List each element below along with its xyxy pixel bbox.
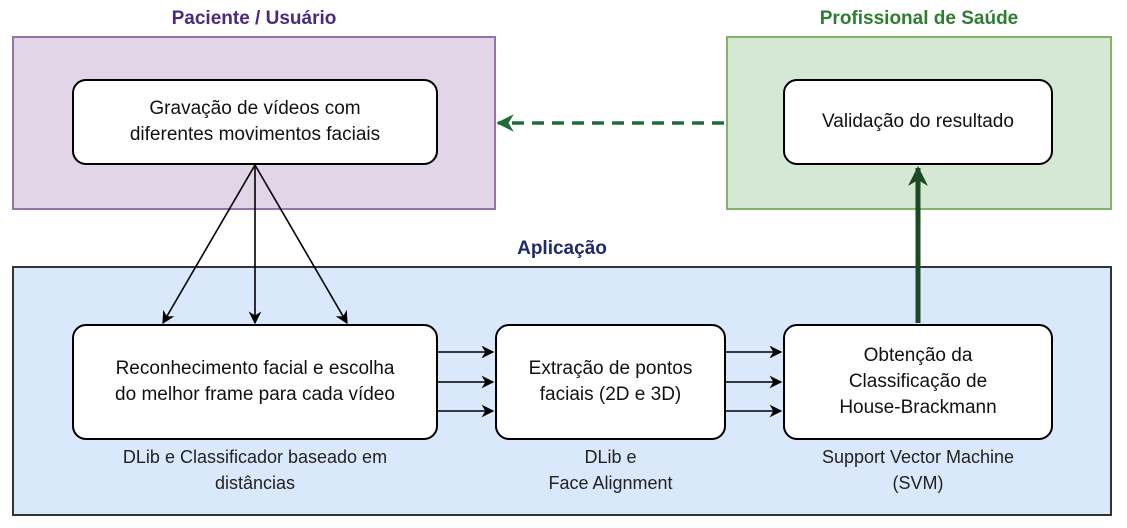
recognition-line-2: do melhor frame para cada vídeo	[115, 384, 395, 405]
arrow-recording-to-recognition-right	[254, 164, 348, 325]
extraction-caption: DLib e Face Alignment	[495, 444, 726, 496]
arrow-recording-to-recognition-left	[162, 164, 256, 325]
classification-caption-line-1: Support Vector Machine	[821, 447, 1015, 467]
recognition-caption: DLib e Classificador baseado em distânci…	[62, 444, 448, 496]
classification-line-2: Classificação de	[848, 371, 988, 392]
recording-box: Gravação de vídeos com diferentes movime…	[72, 79, 438, 165]
recording-line-2: diferentes movimentos faciais	[129, 124, 381, 145]
classification-caption: Support Vector Machine (SVM)	[773, 444, 1063, 496]
extraction-caption-line-2: Face Alignment	[548, 473, 673, 493]
extraction-line-1: Extração de pontos	[528, 358, 693, 379]
recognition-box: Reconhecimento facial e escolha do melho…	[72, 324, 438, 440]
application-region-title: Aplicação	[517, 238, 607, 259]
recording-line-1: Gravação de vídeos com	[149, 98, 361, 119]
validation-line-1: Validação do resultado	[822, 111, 1014, 132]
validation-box: Validação do resultado	[783, 79, 1053, 165]
recognition-line-1: Reconhecimento facial e escolha	[115, 358, 395, 379]
classification-line-3: House-Brackmann	[839, 397, 997, 418]
classification-line-1: Obtenção da	[863, 345, 973, 366]
classification-box: Obtenção da Classificação de House-Brack…	[783, 324, 1053, 440]
recognition-caption-line-1: DLib e Classificador baseado em	[122, 447, 388, 467]
extraction-caption-line-1: DLib e	[584, 447, 637, 467]
recognition-caption-line-2: distâncias	[214, 473, 296, 493]
classification-caption-line-2: (SVM)	[892, 473, 944, 493]
extraction-line-2: faciais (2D e 3D)	[539, 384, 682, 405]
extraction-box: Extração de pontos faciais (2D e 3D)	[495, 324, 726, 440]
professional-region-title: Profissional de Saúde	[819, 8, 1019, 29]
patient-region-title: Paciente / Usuário	[171, 8, 337, 29]
